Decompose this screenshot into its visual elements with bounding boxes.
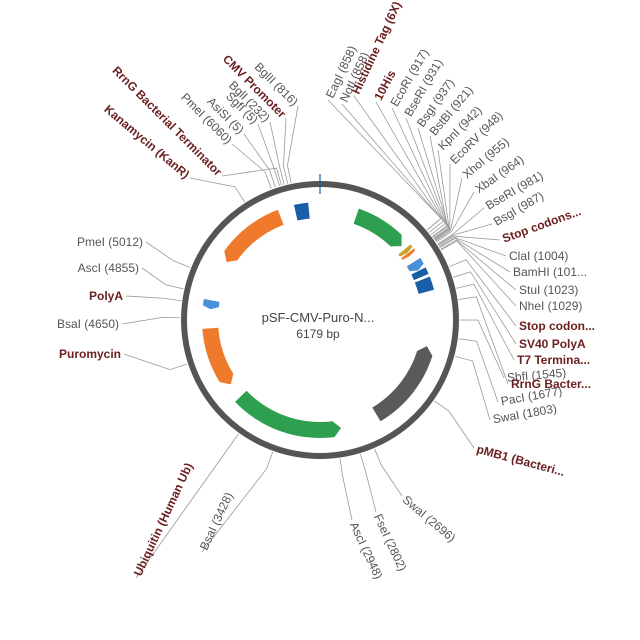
leader-line: [440, 239, 517, 291]
leader-line: [269, 121, 285, 185]
leader-line: [391, 107, 448, 237]
feature-label[interactable]: Ubiquitin (Human Ub): [131, 461, 196, 579]
leader-line: [438, 235, 501, 247]
leader-line: [374, 448, 403, 497]
leader-line: [339, 458, 353, 521]
feature-label[interactable]: T7 Termina...: [517, 353, 590, 367]
leader-line: [434, 163, 451, 241]
leader-line: [437, 223, 493, 246]
feature-arc-kanr[interactable]: [224, 209, 284, 263]
leader-line: [458, 296, 509, 385]
site-label[interactable]: NheI (1029): [519, 299, 582, 313]
feature-arc-light-blue-1[interactable]: [406, 257, 424, 272]
leader-line: [435, 177, 463, 242]
leader-lines: [121, 95, 517, 579]
leader-line: [145, 241, 191, 268]
site-label[interactable]: StuI (1023): [519, 283, 578, 297]
feature-label[interactable]: PolyA: [89, 289, 123, 303]
leader-line: [231, 143, 272, 189]
leader-line: [353, 95, 444, 233]
leader-line: [243, 133, 276, 188]
leader-line: [429, 135, 448, 238]
feature-label[interactable]: SV40 PolyA: [519, 337, 586, 351]
feature-arcs: [202, 202, 435, 439]
leader-line: [287, 105, 299, 184]
feature-arc-dark-blue-1[interactable]: [411, 267, 429, 281]
leader-line: [135, 433, 239, 579]
leader-line: [434, 149, 450, 240]
site-label[interactable]: BsaI (3428): [197, 490, 236, 552]
leader-line: [439, 236, 507, 257]
leader-line: [359, 453, 377, 513]
leader-line: [436, 191, 475, 243]
plasmid-name: pSF-CMV-Puro-N...: [262, 310, 375, 325]
feature-arc-polya[interactable]: [202, 299, 220, 310]
leader-line: [123, 353, 188, 371]
feature-label[interactable]: RrnG Bacter...: [511, 377, 591, 391]
feature-label[interactable]: Puromycin: [59, 347, 121, 361]
feature-arc-tag-orange[interactable]: [401, 248, 416, 260]
leader-line: [434, 400, 475, 449]
feature-arc-pmb1[interactable]: [372, 346, 433, 422]
feature-arc-rrng-left[interactable]: [293, 202, 310, 221]
leader-line: [283, 117, 289, 184]
leader-line: [449, 259, 517, 327]
leader-line: [125, 295, 182, 302]
leader-line: [459, 319, 505, 379]
leader-line: [257, 123, 280, 187]
site-label[interactable]: BamHI (101...: [513, 265, 587, 279]
leader-line: [141, 267, 184, 290]
plasmid-size: 6179 bp: [296, 327, 340, 341]
feature-arc-puromycin[interactable]: [202, 327, 234, 385]
site-label[interactable]: PmeI (5012): [77, 235, 143, 249]
leader-line: [439, 237, 511, 273]
leader-line: [437, 207, 485, 245]
leader-line: [327, 99, 442, 231]
leader-line: [417, 127, 450, 240]
leader-line: [456, 283, 515, 361]
site-label[interactable]: SbfI (1545): [506, 366, 566, 385]
leader-line: [375, 101, 446, 235]
site-label[interactable]: BsaI (4650): [57, 317, 119, 331]
feature-arc-cmv[interactable]: [353, 208, 402, 247]
feature-arc-ubiquitin[interactable]: [235, 390, 342, 439]
leader-line: [405, 117, 449, 239]
leader-line: [121, 317, 181, 325]
site-label[interactable]: ClaI (1004): [509, 249, 568, 263]
feature-label[interactable]: pMB1 (Bacteri...: [475, 442, 566, 479]
leader-line: [453, 271, 517, 345]
leader-line: [221, 167, 282, 186]
leader-line: [201, 451, 274, 553]
feature-label[interactable]: Stop codon...: [519, 319, 595, 333]
site-label[interactable]: AscI (4855): [78, 261, 139, 275]
feature-arc-dark-blue-2[interactable]: [414, 276, 435, 294]
leader-line: [455, 355, 491, 421]
site-label[interactable]: SwaI (2696): [400, 493, 459, 545]
leader-line: [458, 338, 499, 403]
leader-line: [189, 177, 245, 203]
feature-arc-tag-yellow[interactable]: [398, 244, 413, 257]
